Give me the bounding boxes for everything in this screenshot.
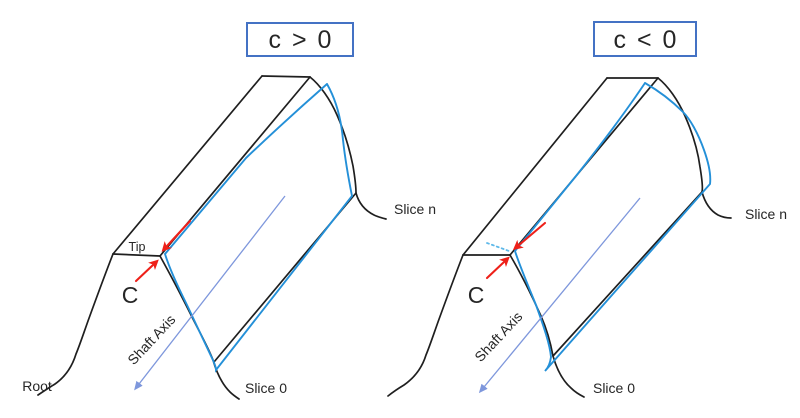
tip-label: Tip xyxy=(129,240,146,254)
crown-arrow-upper xyxy=(161,219,192,252)
slice-n-label: Slice n xyxy=(745,206,787,222)
slice-0-label: Slice 0 xyxy=(593,380,635,396)
root-label: Root xyxy=(22,378,52,394)
modified-flank-curve xyxy=(163,83,354,373)
tip-land-left-edge xyxy=(112,75,263,255)
dotted-extension-line xyxy=(486,242,510,252)
diagram-c-negative: C Shaft Axis Slice 0 Slice n c < 0 xyxy=(387,21,787,398)
back-slice-profile-fillet xyxy=(309,76,387,220)
shaft-axis-arrow xyxy=(478,197,641,394)
diagram-c-positive: Tip C Shaft Axis Root Slice 0 Slice n c … xyxy=(22,22,436,400)
title-box-c-negative xyxy=(593,21,697,57)
crown-arrow-lower xyxy=(485,256,510,280)
modified-flank-curve xyxy=(513,82,712,372)
shaft-axis-label: Shaft Axis xyxy=(124,311,178,367)
crown-c-label: C xyxy=(122,282,139,308)
slice-n-label: Slice n xyxy=(394,201,436,217)
crown-c-label: C xyxy=(468,282,485,308)
front-right-flank-fillet xyxy=(509,254,585,398)
front-left-flank-root-fillet xyxy=(387,254,464,397)
crown-arrow-upper xyxy=(512,221,547,251)
front-tip-flat xyxy=(112,253,161,257)
front-left-flank-root-fillet xyxy=(37,253,114,396)
title-box-c-positive xyxy=(246,22,354,57)
tip-land-left-edge xyxy=(462,77,608,256)
slice-0-label: Slice 0 xyxy=(245,380,287,396)
title-c-negative: c < 0 xyxy=(614,26,679,54)
flank-bottom-edge xyxy=(552,191,703,357)
tip-land-top-edge xyxy=(261,75,311,78)
shaft-axis-label: Shaft Axis xyxy=(471,308,525,364)
shaft-axis-arrow xyxy=(134,195,286,391)
title-c-positive: c > 0 xyxy=(269,26,334,54)
crown-arrow-lower xyxy=(134,259,159,283)
